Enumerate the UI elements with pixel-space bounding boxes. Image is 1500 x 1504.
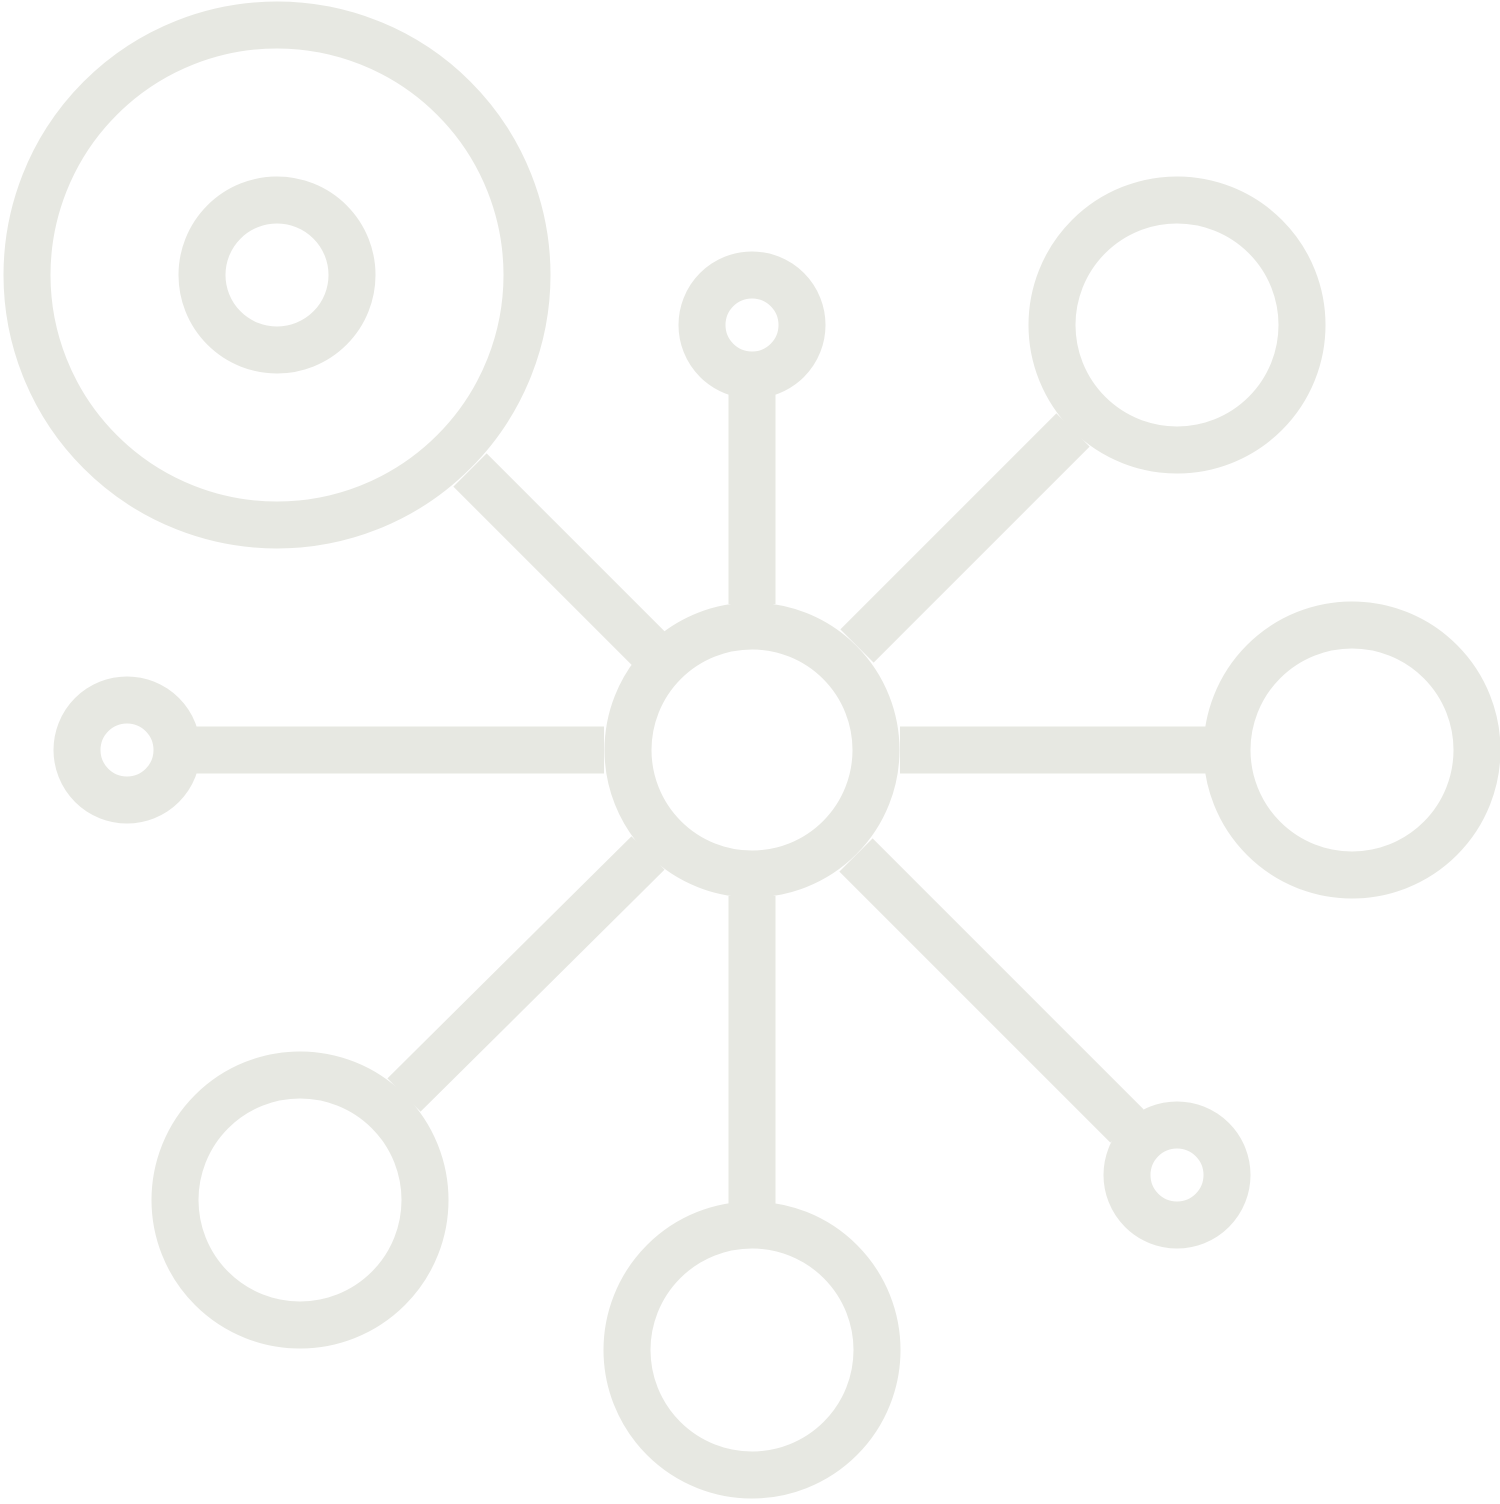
spoke-line-bottom-right (839, 838, 1144, 1143)
node-right (1203, 601, 1500, 899)
large-node-outer-circle (3, 1, 551, 549)
spoke-line-top-right (840, 413, 1090, 663)
node-bottom (603, 1201, 901, 1499)
spoke-line-top-left (453, 453, 666, 666)
small-node-bottom-right (1103, 1101, 1251, 1249)
node-top-right (1028, 176, 1326, 474)
spoke-line-bottom-left (387, 836, 665, 1112)
large-node-inner-ring (178, 176, 376, 374)
hub-node-circle (604, 602, 900, 898)
node-bottom-left (151, 1051, 449, 1349)
small-node-top (678, 251, 826, 399)
small-node-left (53, 676, 201, 824)
